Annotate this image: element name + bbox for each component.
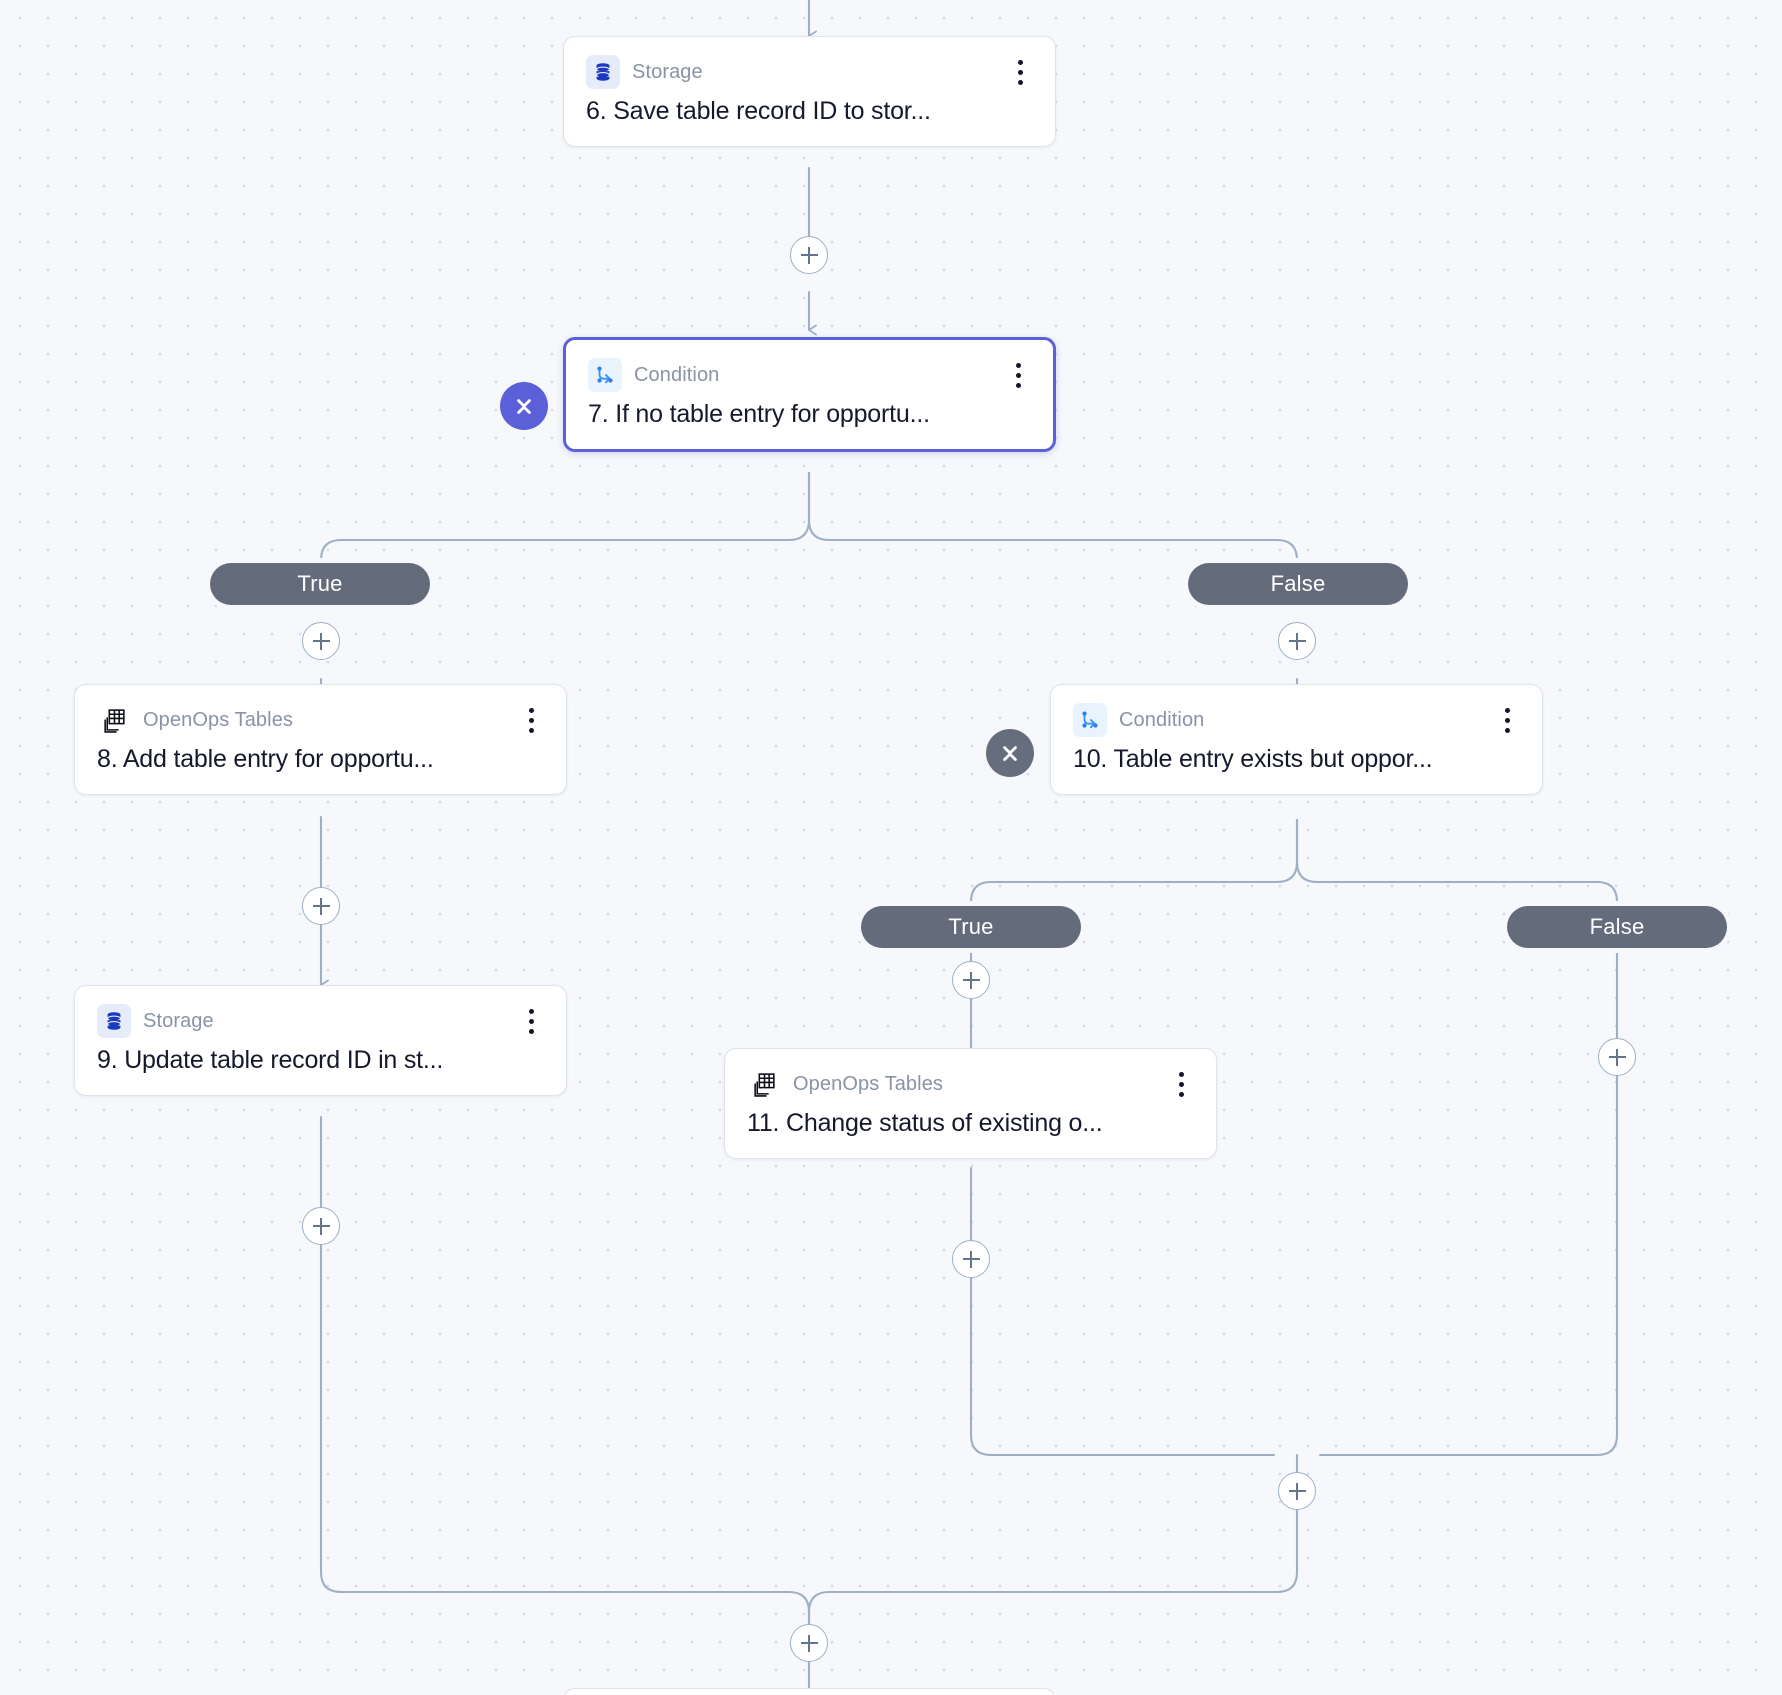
add-step-button-after-step6[interactable] xyxy=(790,236,828,274)
add-step-button-merge-step7[interactable] xyxy=(790,1624,828,1662)
node-header: Condition xyxy=(1073,703,1520,737)
kebab-menu-icon[interactable] xyxy=(518,705,544,735)
add-step-button-merge-step10[interactable] xyxy=(1278,1472,1316,1510)
workflow-node-step11[interactable]: OpenOps Tables 11. Change status of exis… xyxy=(724,1048,1217,1159)
node-header: OpenOps Tables xyxy=(747,1067,1194,1101)
kebab-menu-icon[interactable] xyxy=(1007,57,1033,87)
node-title: 10. Table entry exists but oppor... xyxy=(1073,745,1433,773)
storage-icon xyxy=(586,55,620,89)
collapse-chevrons-icon[interactable] xyxy=(986,729,1034,777)
storage-icon xyxy=(97,1004,131,1038)
kebab-menu-icon[interactable] xyxy=(1494,705,1520,735)
node-type-label: Storage xyxy=(632,60,703,83)
condition-icon xyxy=(588,358,622,392)
workflow-node-step6[interactable]: Storage 6. Save table record ID to stor.… xyxy=(563,36,1056,147)
branch-label-true-step10[interactable]: True xyxy=(861,906,1081,948)
node-type-label: OpenOps Tables xyxy=(793,1072,944,1095)
kebab-menu-icon[interactable] xyxy=(1168,1069,1194,1099)
workflow-node-step9[interactable]: Storage 9. Update table record ID in st.… xyxy=(74,985,567,1096)
workflow-node-step10[interactable]: Condition 10. Table entry exists but opp… xyxy=(1050,684,1543,795)
openops-tables-icon xyxy=(97,703,131,737)
node-header: Condition xyxy=(588,358,1031,392)
node-type-label: Condition xyxy=(1119,708,1205,731)
node-header: Storage xyxy=(97,1004,544,1038)
node-type-label: OpenOps Tables xyxy=(143,708,294,731)
add-step-button-after-step8[interactable] xyxy=(302,887,340,925)
add-step-button-branch-false-step10[interactable] xyxy=(1598,1038,1636,1076)
openops-tables-icon xyxy=(747,1067,781,1101)
collapse-chevrons-icon[interactable] xyxy=(500,382,548,430)
add-step-button-after-step9[interactable] xyxy=(302,1207,340,1245)
node-title: 11. Change status of existing o... xyxy=(747,1109,1103,1137)
node-title: 6. Save table record ID to stor... xyxy=(586,97,931,125)
node-type-label: Storage xyxy=(143,1009,214,1032)
add-step-button-branch-true-step10[interactable] xyxy=(952,961,990,999)
branch-label-false-step10[interactable]: False xyxy=(1507,906,1727,948)
condition-icon xyxy=(1073,703,1107,737)
node-type-label: Condition xyxy=(634,363,720,386)
node-header: Storage xyxy=(586,55,1033,89)
branch-label-false-step7[interactable]: False xyxy=(1188,563,1408,605)
node-title: 9. Update table record ID in st... xyxy=(97,1046,444,1074)
node-header: OpenOps Tables xyxy=(97,703,544,737)
kebab-menu-icon[interactable] xyxy=(1005,360,1031,390)
workflow-node-step8[interactable]: OpenOps Tables 8. Add table entry for op… xyxy=(74,684,567,795)
add-step-button-branch-true-step7[interactable] xyxy=(302,622,340,660)
add-step-button-after-step11[interactable] xyxy=(952,1240,990,1278)
node-title: 8. Add table entry for opportu... xyxy=(97,745,434,773)
kebab-menu-icon[interactable] xyxy=(518,1006,544,1036)
workflow-node-step7[interactable]: Condition 7. If no table entry for oppor… xyxy=(563,337,1056,452)
branch-label-true-step7[interactable]: True xyxy=(210,563,430,605)
workflow-node-next-partial[interactable] xyxy=(563,1688,1056,1695)
node-title: 7. If no table entry for opportu... xyxy=(588,400,930,428)
add-step-button-branch-false-step7[interactable] xyxy=(1278,622,1316,660)
